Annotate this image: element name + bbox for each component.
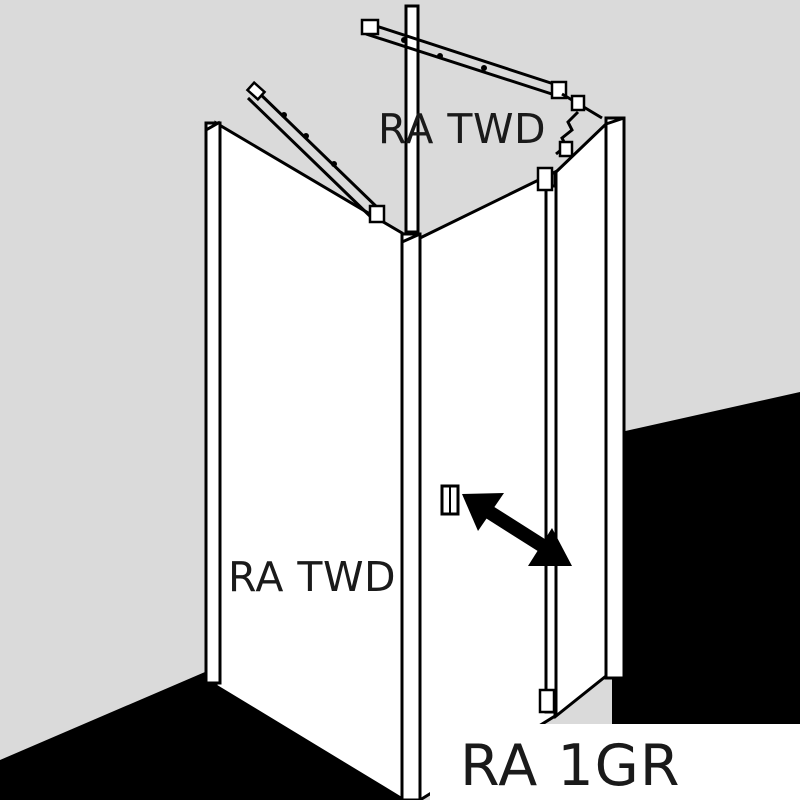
back-panel-label: RA TWD [378, 105, 546, 153]
front-corner-profile [400, 232, 422, 800]
floor [0, 392, 800, 800]
side-panel [214, 120, 406, 800]
double-headed-arrow-icon [462, 493, 572, 566]
hinge-profile [544, 184, 558, 714]
door-panel [554, 120, 608, 720]
back-corner-profile [404, 4, 420, 234]
door-label-box [430, 724, 800, 800]
hinges [536, 166, 556, 714]
door-handle-icon [440, 484, 460, 516]
side-panel-label: RA TWD [228, 553, 396, 601]
right-wall-profile [604, 116, 626, 680]
door-label: RA 1GR [460, 733, 680, 799]
left-wall-profile [204, 121, 222, 685]
profiles [204, 4, 626, 800]
back-panel [418, 169, 557, 800]
stabilizer-bar-back [360, 18, 603, 158]
stabilizer-bar-left [245, 80, 386, 224]
